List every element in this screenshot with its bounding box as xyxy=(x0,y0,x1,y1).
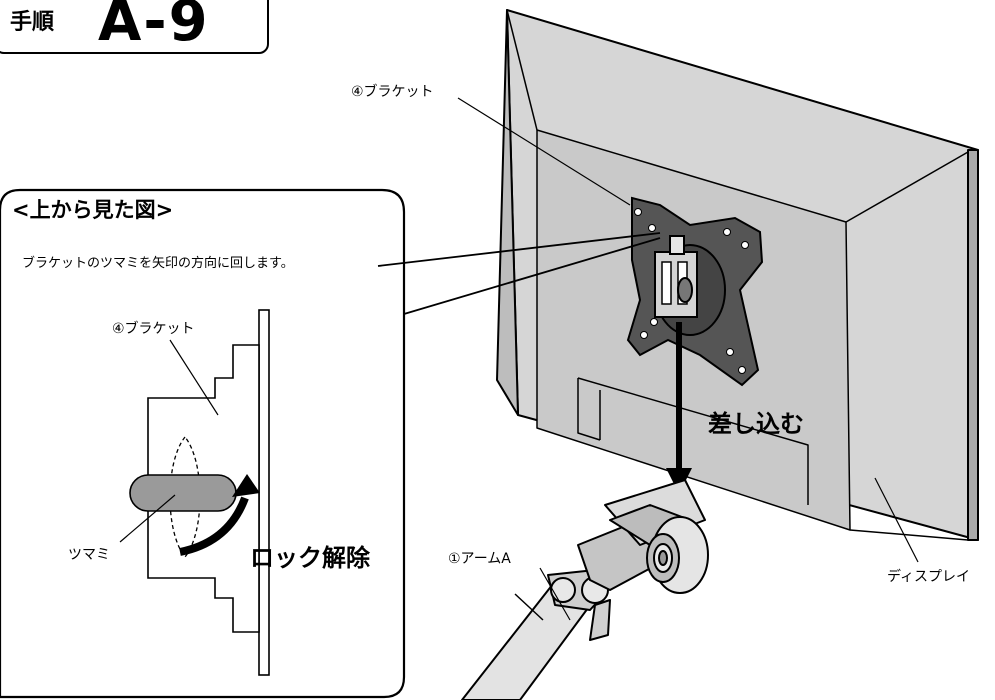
unlock-callout: ロック解除 xyxy=(250,544,370,572)
bracket-callout: ④ブラケット xyxy=(351,84,434,100)
top-view-panel xyxy=(0,188,661,699)
step-header xyxy=(0,0,269,54)
display-callout: ディスプレイ xyxy=(887,569,971,585)
arm-callout: ①アームA xyxy=(448,551,511,567)
vesa-bracket xyxy=(626,196,764,387)
panel-description: ブラケットのツマミを矢印の方向に回します。 xyxy=(22,256,294,271)
panel-title: <上から見た図> xyxy=(12,198,174,222)
knob-callout: ツマミ xyxy=(68,547,110,563)
insert-callout: 差し込む xyxy=(708,410,804,438)
inset-bracket-callout: ④ブラケット xyxy=(112,321,195,337)
monitor-arm xyxy=(461,479,709,700)
step-number: A-9 xyxy=(98,0,210,54)
step-label: 手順 xyxy=(10,10,55,35)
